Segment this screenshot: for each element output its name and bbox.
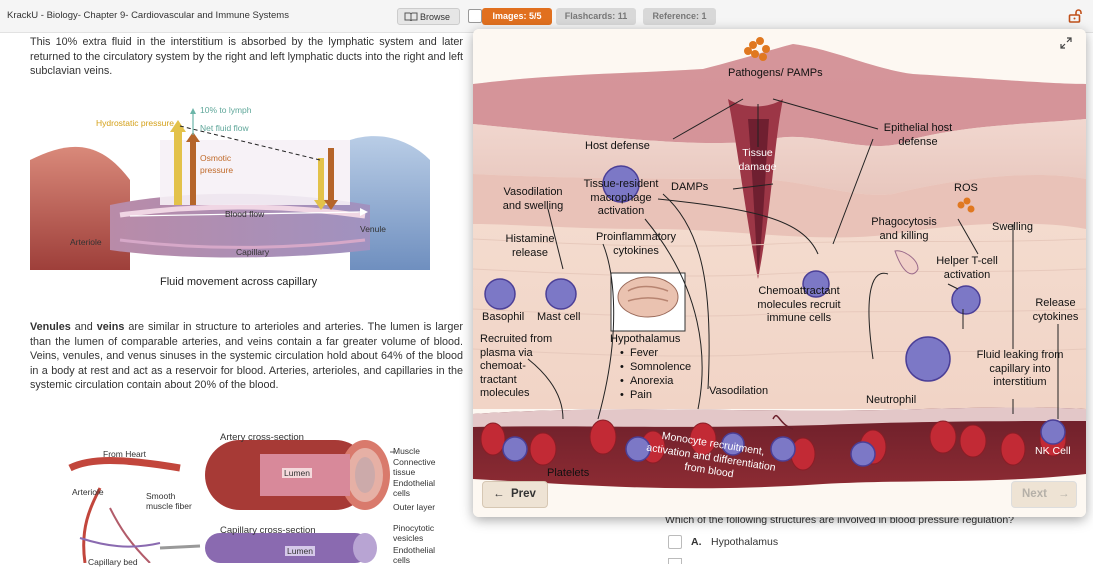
tab-images[interactable]: Images: 5/5 bbox=[482, 8, 552, 25]
tab-flashcards[interactable]: Flashcards: 11 bbox=[556, 8, 636, 25]
lumen-label: Lumen bbox=[282, 468, 312, 478]
venules-text: are similar in structure to arterioles a… bbox=[30, 321, 464, 391]
muscle-label: Muscle bbox=[393, 446, 420, 456]
prev-button[interactable]: ← Prev bbox=[482, 481, 548, 508]
lymph-label: 10% to lymph bbox=[200, 105, 252, 115]
arrow-left-icon: ← bbox=[493, 488, 505, 500]
ros-label: ROS bbox=[954, 182, 978, 194]
fever-text: Fever bbox=[629, 347, 659, 359]
anorexia-item: • Anorexia bbox=[620, 375, 674, 387]
basophil-label: Basophil bbox=[482, 311, 525, 323]
figure-caption: Fluid movement across capillary bbox=[160, 276, 318, 288]
somnolence-text: Somnolence bbox=[629, 361, 692, 373]
epithelial-label: Epithelial host defense bbox=[883, 122, 953, 148]
fluid-leaking-label: Fluid leaking from capillary into inters… bbox=[976, 349, 1064, 388]
grid-toggle-icon[interactable] bbox=[468, 9, 482, 23]
mast-cell-label: Mast cell bbox=[537, 311, 581, 323]
capillary-bed-label: Capillary bed bbox=[88, 557, 138, 567]
capillary-figure bbox=[30, 108, 430, 270]
fever-item: • Fever bbox=[620, 347, 659, 359]
option-a-letter: A. bbox=[691, 536, 702, 548]
somnolence-item: • Somnolence bbox=[620, 361, 692, 373]
paragraph-venules: Venules and veins are similar in structu… bbox=[30, 320, 463, 393]
arteriole-label-2: Arteriole bbox=[72, 487, 104, 497]
pain-item: • Pain bbox=[620, 389, 652, 401]
prev-label: Prev bbox=[511, 488, 536, 500]
paragraph-lymph: This 10% extra fluid in the interstitium… bbox=[30, 36, 463, 77]
image-viewer-modal: Pathogens/ PAMPs Host defense Tissue dam… bbox=[473, 29, 1086, 517]
quiz-question: Which of the following structures are in… bbox=[665, 514, 1015, 526]
artery-title: Artery cross-section bbox=[220, 432, 304, 443]
swelling-label: Swelling bbox=[992, 221, 1033, 233]
arrow-right-icon: → bbox=[1058, 488, 1070, 500]
nk-cell-label: NK Cell bbox=[1035, 445, 1071, 457]
top-bar: KrackU - Biology- Chapter 9- Cardiovascu… bbox=[0, 0, 1093, 33]
tab-reference[interactable]: Reference: 1 bbox=[643, 8, 716, 25]
damps-label: DAMPs bbox=[671, 181, 709, 193]
capillary-title: Capillary cross-section bbox=[220, 525, 316, 536]
option-a-text[interactable]: Hypothalamus bbox=[711, 536, 779, 548]
arteriole-label: Arteriole bbox=[70, 237, 102, 247]
smooth-muscle-label: Smooth muscle fiber bbox=[146, 491, 192, 511]
connective-label: Connective tissue bbox=[393, 457, 436, 477]
browse-button[interactable]: Browse bbox=[397, 8, 460, 25]
platelets-label: Platelets bbox=[547, 467, 590, 479]
vasodilation-label: Vasodilation bbox=[709, 385, 769, 397]
phagocytosis-label: Phagocytosis and killing bbox=[871, 216, 937, 242]
pain-text: Pain bbox=[629, 389, 652, 401]
venule-label: Venule bbox=[360, 224, 386, 234]
inflammation-diagram bbox=[473, 29, 1086, 517]
next-label: Next bbox=[1022, 488, 1047, 500]
chemoattractant-label: Chemoattractant molecules recruit immune… bbox=[757, 285, 841, 324]
venules-term: Venules bbox=[30, 321, 71, 333]
outer-layer-label: Outer layer bbox=[393, 502, 436, 512]
hypothalamus-label: Hypothalamus bbox=[610, 333, 681, 345]
host-defense-label: Host defense bbox=[585, 140, 650, 152]
unlock-icon[interactable] bbox=[1068, 9, 1082, 23]
tissue-damage-label: Tissue damage bbox=[738, 147, 777, 173]
neutrophil-label: Neutrophil bbox=[866, 394, 917, 406]
tissue-resident-label: Tissue-resident macrophage activation bbox=[583, 178, 659, 217]
vasodilation-swelling-label: Vasodilation and swelling bbox=[502, 186, 564, 212]
veins-term: veins bbox=[96, 321, 125, 333]
expand-icon[interactable] bbox=[1060, 37, 1072, 49]
osmotic-label: Osmotic pressure bbox=[200, 153, 234, 175]
lumen-label-2: Lumen bbox=[285, 546, 315, 556]
blood-flow-label: Blood flow bbox=[225, 209, 265, 219]
hydrostatic-label: Hydrostatic pressure bbox=[96, 118, 174, 128]
helper-t-label: Helper T-cell activation bbox=[936, 255, 998, 281]
next-button[interactable]: Next → bbox=[1011, 481, 1077, 508]
from-heart-label: From Heart bbox=[103, 449, 146, 459]
pathogens-label: Pathogens/ PAMPs bbox=[728, 67, 823, 79]
capillary-label: Capillary bbox=[236, 247, 270, 257]
option-a-checkbox[interactable] bbox=[668, 535, 682, 549]
book-icon bbox=[404, 12, 418, 21]
breadcrumb: KrackU - Biology- Chapter 9- Cardiovascu… bbox=[7, 10, 289, 21]
recruited-label: Recruited from plasma via chemoat- tract… bbox=[480, 333, 553, 399]
browse-label: Browse bbox=[420, 12, 451, 22]
and-text: and bbox=[70, 321, 97, 333]
net-flow-label: Net fluid flow bbox=[200, 123, 249, 133]
histamine-label: Histamine release bbox=[505, 233, 555, 259]
endothelial-label-2: Endothelial cells bbox=[393, 545, 436, 565]
release-cytokines-label: Release cytokines bbox=[1032, 297, 1079, 323]
endothelial-label: Endothelial cells bbox=[393, 478, 436, 498]
anorexia-text: Anorexia bbox=[629, 375, 674, 387]
option-b-checkbox[interactable] bbox=[668, 558, 682, 564]
proinflammatory-label: Proinflammatory cytokines bbox=[595, 231, 677, 257]
pinocytotic-label: Pinocytotic vesicles bbox=[393, 523, 435, 543]
